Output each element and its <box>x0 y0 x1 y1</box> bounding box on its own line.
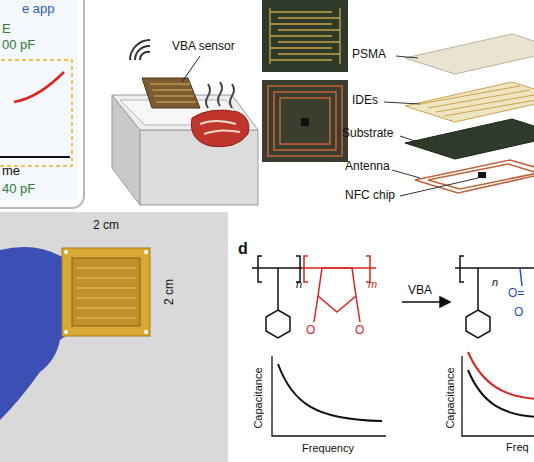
dimension-label: 2 cm <box>93 219 119 232</box>
axis-title: Capacitance <box>252 367 264 428</box>
layer-label: NFC chip <box>345 189 395 202</box>
hand-photo <box>0 212 228 462</box>
screen-text: E <box>2 22 11 36</box>
axis-title: Frequency <box>302 442 354 454</box>
axis-title: Capacitance <box>444 367 456 428</box>
capacitance-plots <box>272 352 534 436</box>
atom-label: O <box>514 306 523 319</box>
reagent-label: VBA <box>408 284 432 297</box>
capacitance-value: 00 pF <box>2 38 35 52</box>
layer-label: Substrate <box>342 127 393 140</box>
axis-title: Freq <box>506 441 529 453</box>
part-label: VBA sensor <box>172 40 235 53</box>
atom-label: O <box>306 324 315 337</box>
capacitance-value: 40 pF <box>2 182 35 196</box>
atom-label: O <box>355 324 364 337</box>
layer-label: Antenna <box>345 160 390 173</box>
subscript-label: n <box>296 278 302 290</box>
subscript-label: m <box>368 278 377 290</box>
screen-text: me <box>2 164 20 178</box>
subscript-label: n <box>492 276 498 288</box>
dimension-label: 2 cm <box>163 279 176 305</box>
phone-illustration <box>0 0 84 208</box>
product-structure <box>455 256 534 338</box>
antenna-photo <box>262 80 348 162</box>
layer-label: IDEs <box>352 94 378 107</box>
ide-photo <box>262 0 348 72</box>
app-title: e app <box>22 2 55 16</box>
layer-label: PSMA <box>352 48 386 61</box>
tray-illustration <box>112 40 258 205</box>
psma-structure <box>252 256 450 338</box>
layer-stack <box>384 34 534 196</box>
panel-letter: d <box>238 240 248 258</box>
atom-label: O= <box>508 287 524 300</box>
